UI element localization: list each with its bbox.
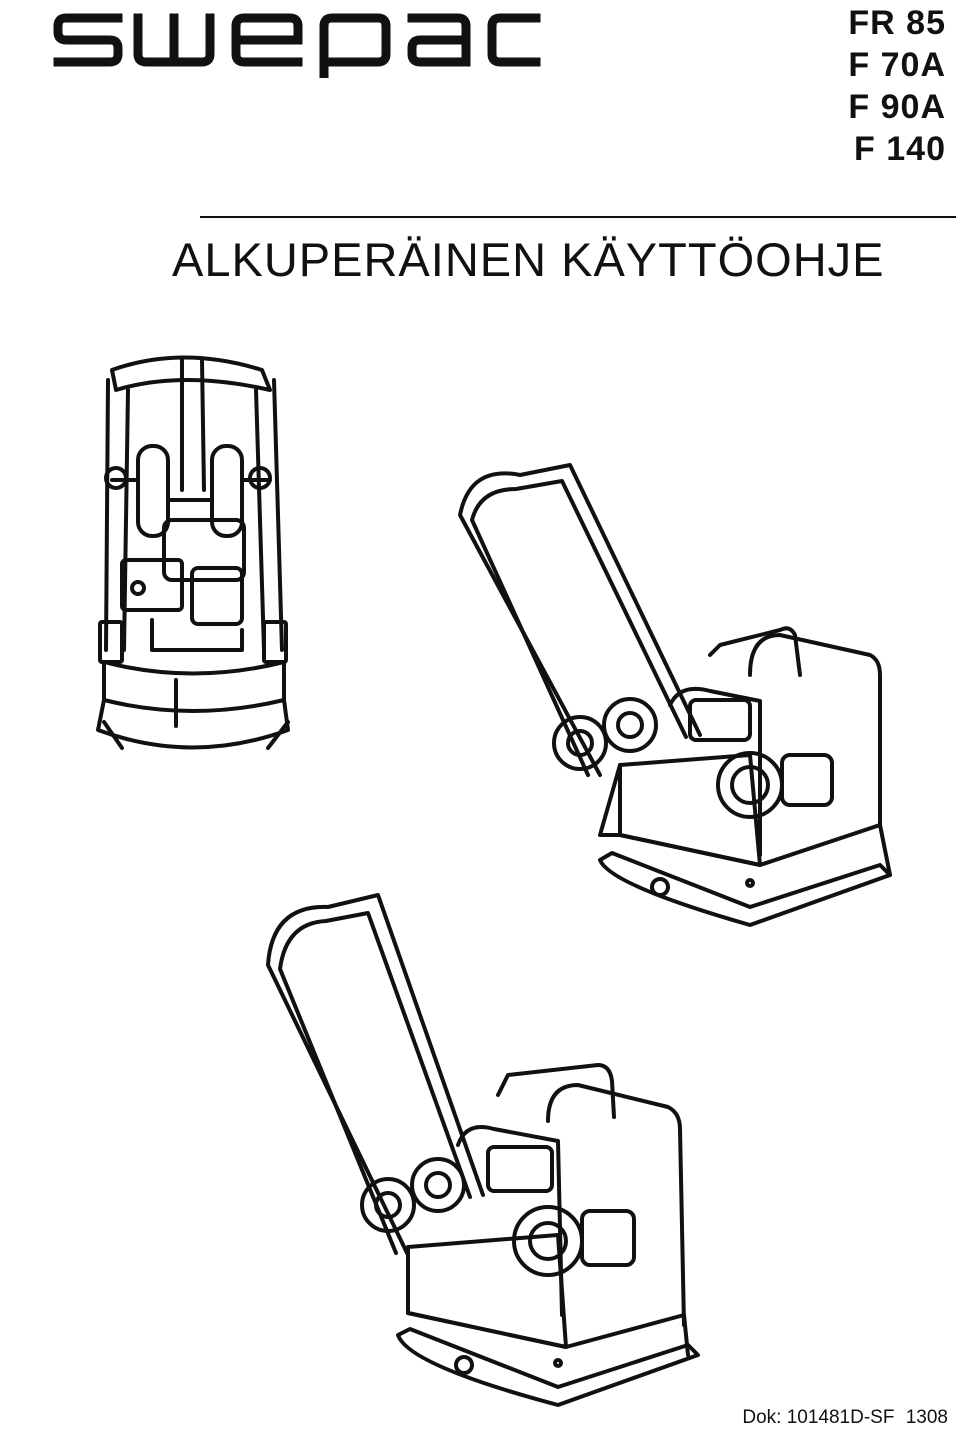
- doc-date: 1308: [905, 1407, 948, 1428]
- doc-label: Dok:: [742, 1407, 782, 1428]
- doc-number: 101481D-SF: [786, 1407, 895, 1428]
- header-divider: [200, 216, 956, 218]
- model-name: F 90A: [848, 88, 946, 126]
- model-name: FR 85: [848, 4, 946, 42]
- plate-compactor-side-view-icon: [458, 463, 892, 927]
- plate-compactor-front-view-icon: [96, 355, 290, 750]
- model-name: F 70A: [848, 46, 946, 84]
- document-title: ALKUPERÄINEN KÄYTTÖOHJE: [172, 233, 885, 286]
- model-name: F 140: [854, 130, 946, 168]
- document-reference: Dok: 101481D-SF 1308: [742, 1407, 948, 1429]
- model-list: FR 85 F 70A F 90A F 140: [848, 2, 946, 170]
- swepac-logo: [53, 13, 541, 78]
- plate-compactor-side-view-icon: [266, 893, 700, 1407]
